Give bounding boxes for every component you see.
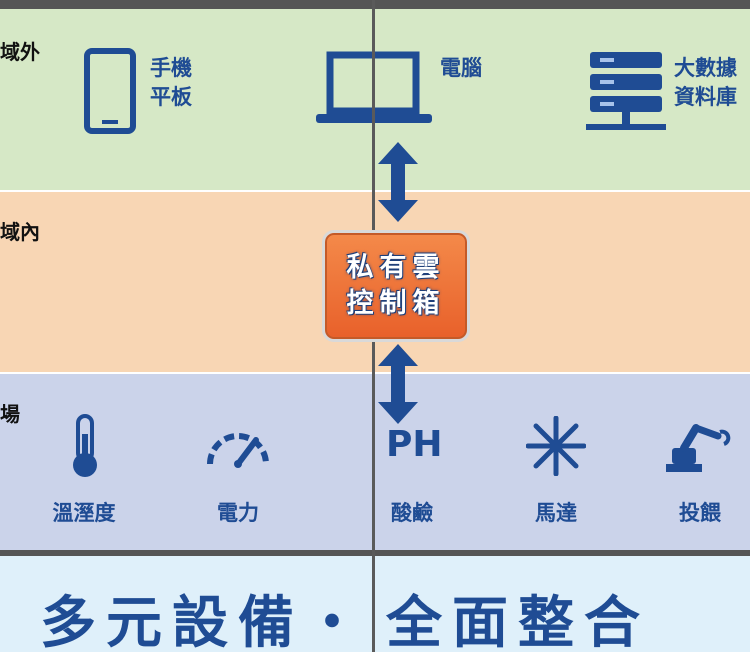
mobile-phone-icon [84,48,136,134]
sensor-label-motor: 馬達 [535,501,577,525]
power-gauge-icon [207,433,269,468]
sensor-label-temperature: 溫溼度 [52,501,116,525]
zone-label-outer: 域外 [0,40,40,64]
top-border [0,0,750,9]
bottom-border [0,550,750,556]
robot-arm-icon [666,424,731,472]
sensor-label-feeder: 投餵 [679,501,721,525]
footer-tagline-right: 全面整合 [386,591,650,656]
zone-label-field: 場 [0,402,20,426]
sensor-label-power: 電力 [217,501,259,525]
footer-banner [0,556,750,652]
motor-asterisk-icon [526,416,586,476]
double-arrow-lower-icon [378,344,418,424]
device-label-mobile: 手機 平板 [150,56,192,110]
device-label-computer: 電腦 [440,56,482,80]
device-label-bigdata: 大數據 資料庫 [674,56,737,110]
private-cloud-control-box: 私有雲 控制箱 [322,230,470,342]
sensor-label-ph: 酸鹼 [391,501,433,525]
server-database-icon [586,52,666,130]
control-box-line2: 控制箱 [346,288,446,319]
double-arrow-upper-icon [378,142,418,222]
footer-tagline-left: 多元設備・ [40,591,370,656]
outer-zone-band [0,0,750,190]
zone-label-inner: 域內 [0,220,40,244]
control-box-line1: 私有雲 [346,251,446,283]
thermometer-icon [73,414,97,477]
ph-symbol: PH [386,424,443,465]
field-zone-band [0,374,750,550]
